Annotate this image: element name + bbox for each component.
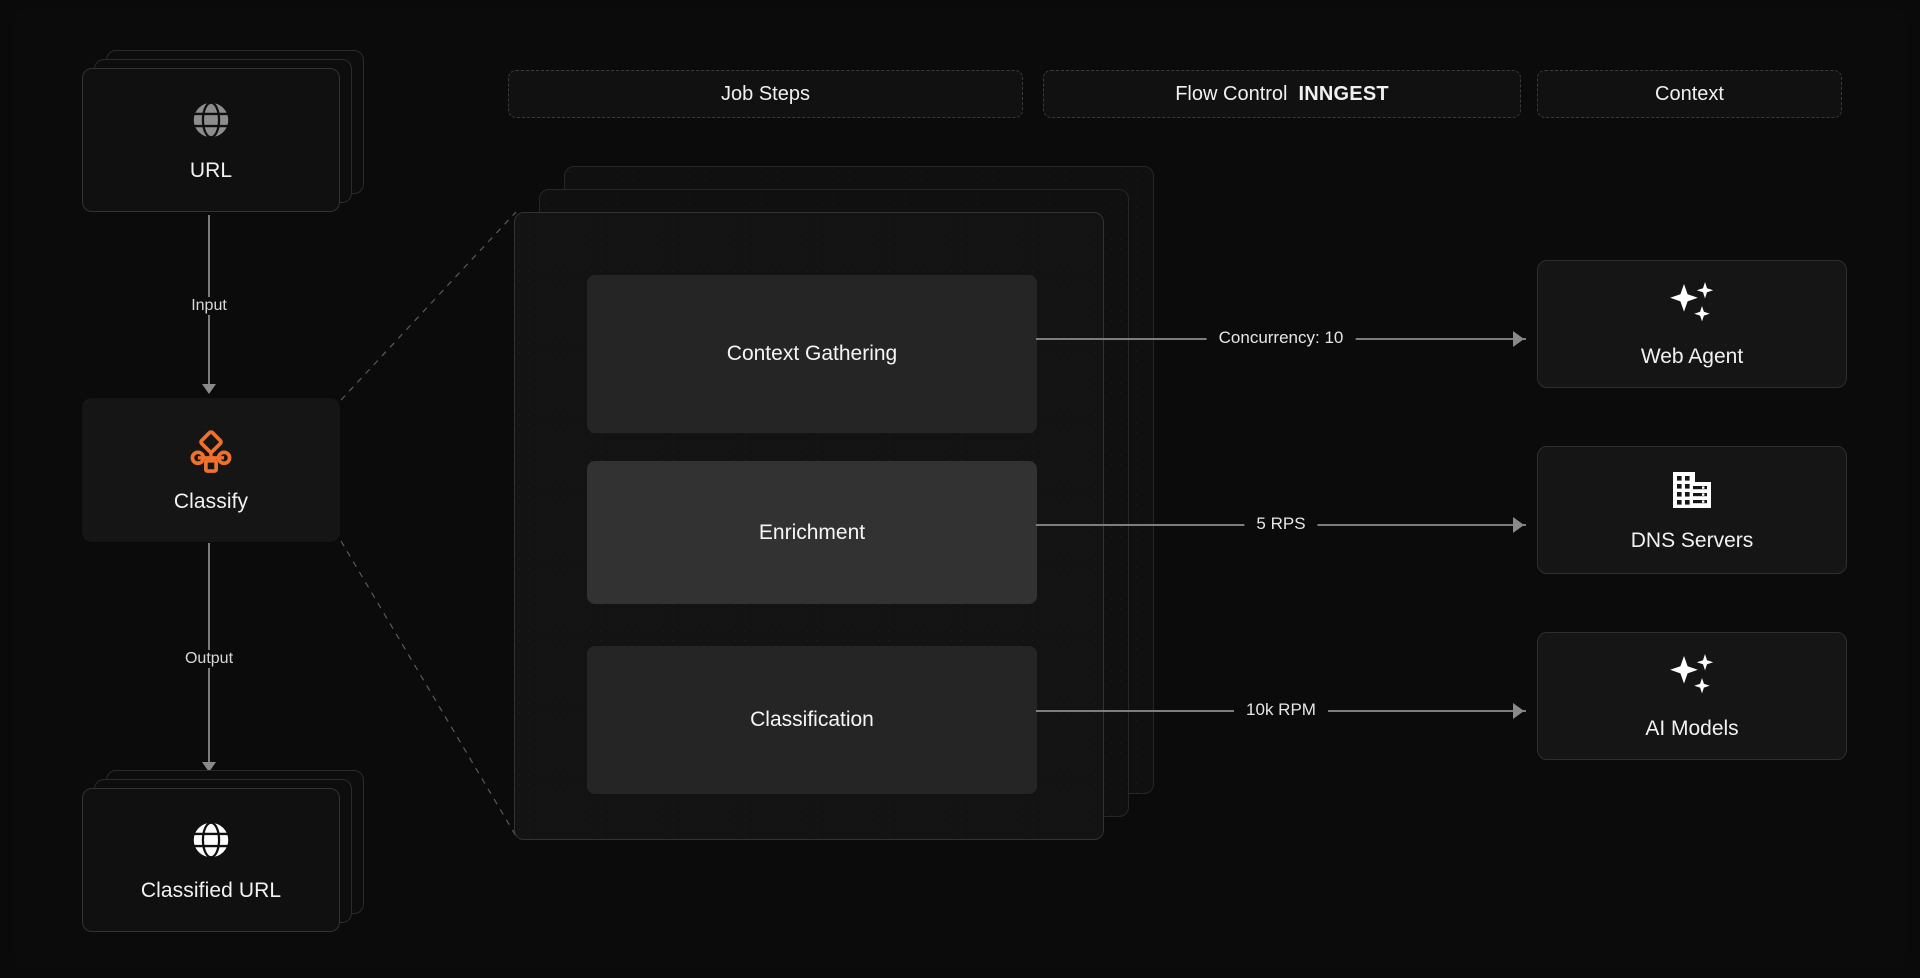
context-label-dns-servers: DNS Servers (1630, 528, 1754, 552)
header-pill-job-steps[interactable]: Job Steps (508, 70, 1023, 118)
globe-icon (189, 98, 233, 147)
context-card-dns-servers[interactable]: DNS Servers (1537, 446, 1847, 574)
flow-arrowhead-concurrency (1513, 331, 1524, 347)
step-label-context-gathering: Context Gathering (726, 342, 898, 365)
sparkles-icon (1665, 652, 1719, 705)
edge-input-arrowhead (202, 384, 216, 394)
context-label-ai-models: AI Models (1645, 716, 1739, 740)
step-label-classification: Classification (750, 708, 874, 731)
node-classified-url-label: Classified URL (140, 878, 282, 902)
edge-label-output: Output (176, 650, 242, 668)
header-label-job-steps: Job Steps (721, 82, 810, 105)
flow-label-concurrency: Concurrency: 10 (1206, 328, 1356, 348)
flow-arrowhead-rpm (1513, 703, 1524, 719)
header-pill-context[interactable]: Context (1537, 70, 1842, 118)
brand-label-inngest: INNGEST (1298, 82, 1389, 105)
flow-label-rps: 5 RPS (1244, 514, 1318, 534)
globe-icon (189, 818, 233, 867)
node-classify[interactable]: Classify (82, 398, 340, 542)
context-card-ai-models[interactable]: AI Models (1537, 632, 1847, 760)
panel-layer-front[interactable]: Context Gathering Enrichment Classificat… (514, 212, 1104, 840)
edge-output-arrowhead (202, 762, 216, 772)
node-classify-label: Classify (173, 489, 249, 513)
node-classified-url-front[interactable]: Classified URL (82, 788, 340, 932)
step-card-enrichment[interactable]: Enrichment (587, 461, 1037, 604)
sparkles-icon (1665, 280, 1719, 333)
building-icon (1669, 468, 1715, 517)
node-url-label: URL (189, 158, 233, 182)
step-card-classification[interactable]: Classification (587, 646, 1037, 794)
node-url-front[interactable]: URL (82, 68, 340, 212)
step-label-enrichment: Enrichment (758, 520, 866, 544)
header-pill-flow-control[interactable]: Flow Control INNGEST (1043, 70, 1521, 118)
context-label-web-agent: Web Agent (1640, 344, 1744, 368)
context-card-web-agent[interactable]: Web Agent (1537, 260, 1847, 388)
flow-label-rpm: 10k RPM (1234, 700, 1328, 720)
header-label-flow-control: Flow Control (1175, 82, 1288, 105)
workflow-icon (188, 427, 234, 478)
flow-arrowhead-rps (1513, 517, 1524, 533)
header-label-context: Context (1655, 82, 1724, 105)
step-card-context-gathering[interactable]: Context Gathering (587, 275, 1037, 433)
edge-label-input: Input (183, 297, 235, 315)
